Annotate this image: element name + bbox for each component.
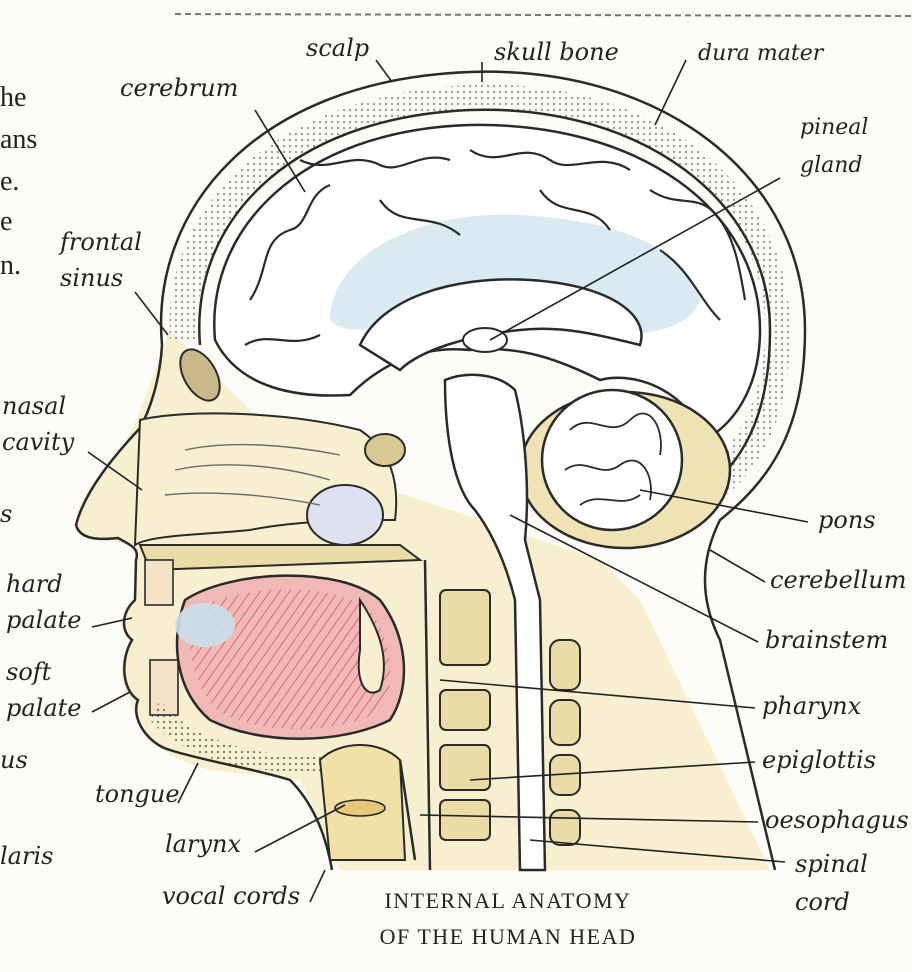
label-hard-2: palate	[6, 606, 82, 634]
edge-text-5: n.	[0, 250, 21, 281]
edge-text-2: ans	[0, 124, 37, 155]
left-page-fragments: he ans e. e n. s us laris	[0, 82, 53, 870]
edge-text-6: s	[0, 500, 12, 528]
label-cerebellum: cerebellum	[770, 566, 906, 594]
label-brainstem: brainstem	[765, 626, 888, 654]
edge-text-3: e.	[0, 166, 19, 197]
nasal-region	[133, 348, 406, 547]
labels: scalp skull bone dura mater cerebrum pin…	[2, 34, 909, 916]
label-frontal-2: sinus	[60, 264, 123, 292]
leader-lines	[87, 59, 809, 903]
caption-line-2: OF THE HUMAN HEAD	[380, 924, 637, 949]
label-pons: pons	[818, 506, 876, 534]
label-vocal-cords: vocal cords	[162, 882, 300, 910]
mouth-region	[138, 544, 423, 772]
label-hard-1: hard	[6, 570, 63, 598]
label-dura-mater: dura mater	[698, 41, 825, 66]
label-epiglottis: epiglottis	[762, 746, 876, 774]
label-soft-1: soft	[6, 658, 52, 686]
edge-text-1: he	[0, 82, 26, 113]
caption-line-1: INTERNAL ANATOMY	[384, 888, 631, 913]
label-skull-bone: skull bone	[494, 38, 619, 66]
edge-text-8: laris	[0, 842, 53, 870]
label-tongue: tongue	[95, 780, 180, 808]
label-cerebrum: cerebrum	[120, 74, 238, 102]
larynx-region	[318, 559, 432, 871]
edge-text-4: e	[0, 206, 12, 237]
cerebellum-shape	[518, 388, 732, 550]
label-larynx: larynx	[165, 830, 241, 858]
edge-text-7: us	[0, 746, 28, 774]
cerebrum-shape	[213, 123, 762, 442]
label-spinal-2: cord	[795, 888, 850, 916]
label-pineal-1: pineal	[800, 115, 868, 140]
label-soft-2: palate	[6, 694, 82, 722]
label-spinal-1: spinal	[795, 850, 868, 878]
label-pharynx: pharynx	[762, 692, 862, 720]
brainstem-shape	[443, 373, 547, 872]
label-frontal-1: frontal	[58, 228, 142, 256]
label-nasal-2: cavity	[2, 428, 75, 456]
label-scalp: scalp	[306, 34, 369, 62]
label-oesophagus: oesophagus	[765, 806, 909, 834]
label-pineal-2: gland	[800, 153, 863, 178]
label-nasal-1: nasal	[2, 392, 66, 420]
vertebrae	[439, 589, 581, 846]
caption: INTERNAL ANATOMY OF THE HUMAN HEAD	[380, 888, 637, 949]
